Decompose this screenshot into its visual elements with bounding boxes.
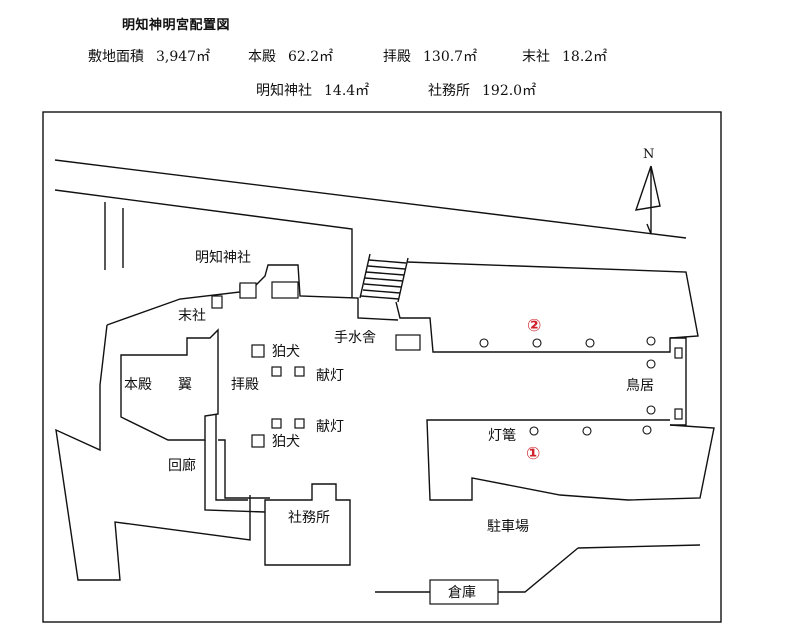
label-komainu-bottom: 狛犬 (272, 434, 300, 450)
torii-post-bottom (674, 408, 683, 420)
road-upper-edge (54, 159, 687, 239)
kentou-top-box-1 (271, 366, 282, 377)
area-shamusho-label: 社務所 (428, 83, 470, 99)
label-tourou: 灯篭 (488, 427, 516, 444)
diagram-title: 明知神明宮配置図 (122, 18, 231, 33)
stairs (359, 253, 409, 303)
area-row-2: 明知神社 14.4㎡ 社務所 192.0㎡ (0, 80, 800, 100)
komainu-bottom-box (251, 434, 265, 448)
approach-outline (395, 261, 699, 353)
marker-two: ② (527, 316, 541, 336)
tourou-circle (529, 426, 539, 436)
tourou-circle (646, 336, 656, 346)
kairou-lines (204, 414, 270, 513)
kentou-bottom-box-2 (294, 418, 305, 429)
area-site-label: 敷地面積 (88, 49, 144, 65)
tourou-circle (479, 338, 489, 348)
area-honden-value: 62.2㎡ (288, 49, 334, 65)
komainu-top-box (251, 344, 265, 358)
road-lower-edge (54, 189, 353, 298)
tourou-circle (646, 359, 656, 369)
west-wall (55, 324, 251, 581)
souko-box (429, 579, 499, 605)
label-honden: 本殿 (124, 377, 152, 393)
shamusho-outline (264, 483, 351, 566)
tourou-column-right (646, 359, 656, 415)
area-massha-value: 18.2㎡ (562, 49, 608, 65)
tourou-circle (585, 338, 595, 348)
area-akechi-label: 明知神社 (256, 83, 312, 99)
area-akechi: 明知神社 14.4㎡ (256, 80, 369, 100)
tourou-row-bottom (529, 425, 652, 436)
akechi-jinja-box (239, 282, 257, 299)
area-haiden: 拝殿 130.7㎡ (383, 46, 477, 66)
kentou-top-box-2 (294, 366, 305, 377)
massha-box (211, 295, 223, 309)
area-site: 敷地面積 3,947㎡ (88, 46, 210, 66)
area-haiden-value: 130.7㎡ (423, 49, 478, 65)
area-shamusho-value: 192.0㎡ (482, 83, 537, 99)
parking-outline (426, 419, 715, 501)
marker-one: ① (526, 444, 540, 464)
area-honden: 本殿 62.2㎡ (248, 46, 333, 66)
compound-outline (106, 264, 399, 326)
area-shamusho: 社務所 192.0㎡ (428, 80, 536, 100)
area-haiden-label: 拝殿 (383, 49, 411, 65)
label-shamusho: 社務所 (288, 510, 330, 526)
label-akechi-jinja: 明知神社 (195, 249, 251, 266)
torii-post-top (674, 347, 683, 359)
kentou-bottom-box-1 (271, 418, 282, 429)
souko-road (375, 547, 579, 593)
label-torii: 鳥居 (626, 378, 654, 394)
area-akechi-value: 14.4㎡ (324, 83, 370, 99)
tourou-circle (642, 425, 652, 435)
area-honden-label: 本殿 (248, 49, 276, 65)
road-left-drop (104, 202, 124, 270)
honden-outline (120, 328, 219, 441)
label-tsubasa: 翼 (178, 377, 192, 393)
label-chuushajou: 駐車場 (487, 518, 529, 535)
area-site-value: 3,947㎡ (156, 49, 211, 65)
label-haiden: 拝殿 (231, 377, 259, 393)
tourou-circle (532, 338, 542, 348)
plan-frame (42, 111, 722, 623)
label-massha: 末社 (178, 308, 206, 324)
akechi-jinja-box-2 (271, 281, 299, 299)
tourou-circle (646, 405, 656, 415)
label-kentou-top: 献灯 (316, 368, 344, 384)
area-massha: 末社 18.2㎡ (522, 46, 607, 66)
tourou-row-top (479, 336, 656, 348)
north-label: N (643, 147, 654, 162)
label-souko: 倉庫 (448, 584, 476, 601)
label-komainu-top: 狛犬 (272, 344, 300, 360)
area-row-1: 敷地面積 3,947㎡ 本殿 62.2㎡ 拝殿 130.7㎡ 末社 18.2㎡ (0, 46, 800, 66)
north-arrow-icon (634, 165, 661, 235)
parking-right-edge (577, 544, 701, 549)
temizuya-box (395, 334, 421, 351)
label-kentou-bottom: 献灯 (316, 419, 344, 435)
tourou-circle (582, 426, 592, 436)
label-kairou: 回廊 (168, 457, 196, 474)
label-temizuya: 手水舎 (334, 330, 376, 346)
area-massha-label: 末社 (522, 49, 550, 65)
